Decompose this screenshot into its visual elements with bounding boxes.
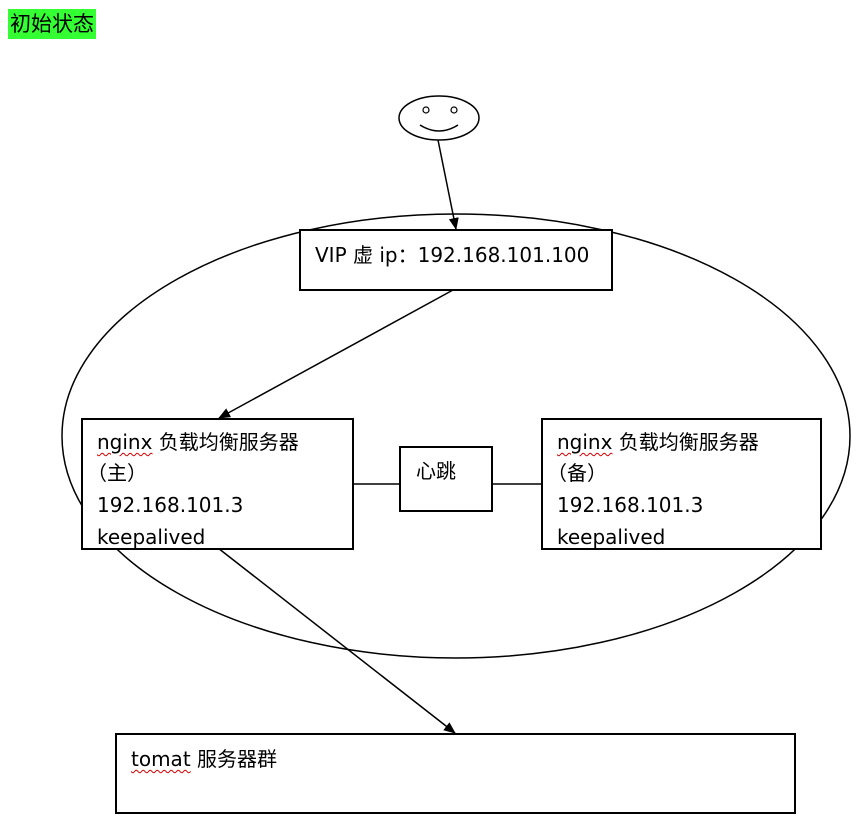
backup-name-word: nginx (557, 430, 613, 454)
backup-name-rest: 负载均衡服务器 (612, 430, 759, 454)
backup-nginx-box: nginx 负载均衡服务器 （备） 192.168.101.3 keepaliv… (541, 418, 822, 550)
master-title: nginx 负载均衡服务器 (97, 427, 299, 458)
backup-title: nginx 负载均衡服务器 (557, 427, 759, 458)
master-name-rest: 负载均衡服务器 (152, 430, 299, 454)
tomcat-box: tomat 服务器群 (115, 733, 796, 814)
arrow-master-to-tomcat (217, 547, 456, 734)
master-ip: 192.168.101.3 (97, 493, 244, 517)
vip-label: VIP 虚 ip：192.168.101.100 (315, 243, 590, 267)
tomcat-label: tomat 服务器群 (131, 744, 277, 775)
arrow-user-to-vip (437, 139, 459, 230)
page-title: 初始状态 (8, 9, 96, 39)
heartbeat-box: 心跳 (399, 446, 493, 512)
master-role: （主） (87, 461, 147, 485)
backup-ip: 192.168.101.3 (557, 493, 704, 517)
cluster-ellipse (61, 213, 851, 659)
tomcat-name-rest: 服务器群 (190, 747, 278, 771)
smiley-face-icon (398, 95, 480, 141)
master-name-word: nginx (97, 430, 153, 454)
master-nginx-box: nginx 负载均衡服务器 （主） 192.168.101.3 keepaliv… (81, 418, 354, 550)
master-software: keepalived (97, 525, 206, 549)
backup-software: keepalived (557, 525, 666, 549)
heartbeat-label: 心跳 (416, 459, 456, 483)
vip-box: VIP 虚 ip：192.168.101.100 (299, 229, 613, 291)
arrow-vip-to-master (218, 289, 454, 419)
backup-role: （备） (547, 461, 607, 485)
tomcat-name-word: tomat (131, 747, 191, 771)
